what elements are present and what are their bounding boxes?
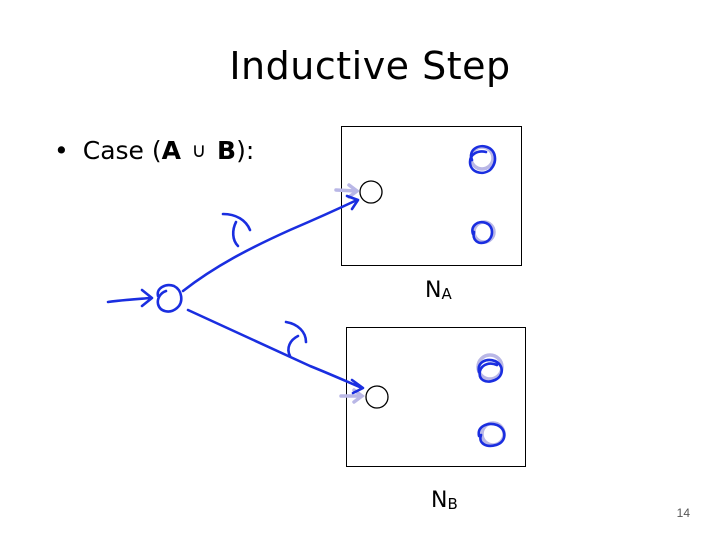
epsilon-label-b — [284, 320, 308, 358]
faded-arrow-a — [334, 183, 360, 199]
epsilon-label-a — [221, 212, 252, 248]
bullet-dot: • — [54, 136, 69, 165]
slide-title: Inductive Step — [229, 44, 511, 88]
page-number: 14 — [676, 506, 690, 520]
bullet-operand-a: A — [161, 136, 181, 165]
bullet-prefix: Case ( — [82, 136, 162, 165]
start-state-b — [365, 385, 389, 409]
nfa-label-b: NB — [431, 488, 458, 513]
nfa-label-a: NA — [425, 278, 452, 303]
bullet-operand-b: B — [217, 136, 237, 165]
faded-arrow-b — [339, 388, 365, 404]
epsilon-arrow-b — [186, 308, 365, 395]
accept-mark-b2 — [477, 422, 506, 448]
union-symbol: ∪ — [191, 138, 207, 162]
start-state-a — [359, 180, 383, 204]
epsilon-arrow-a — [181, 194, 360, 293]
accept-mark-b1 — [477, 358, 504, 383]
start-arrow — [106, 288, 154, 308]
bullet-case: • Case (A ∪ B): — [54, 136, 254, 165]
new-start-state — [156, 283, 183, 313]
accept-mark-a2 — [471, 220, 494, 245]
bullet-suffix: ): — [236, 136, 255, 165]
accept-mark-a1 — [468, 144, 497, 175]
